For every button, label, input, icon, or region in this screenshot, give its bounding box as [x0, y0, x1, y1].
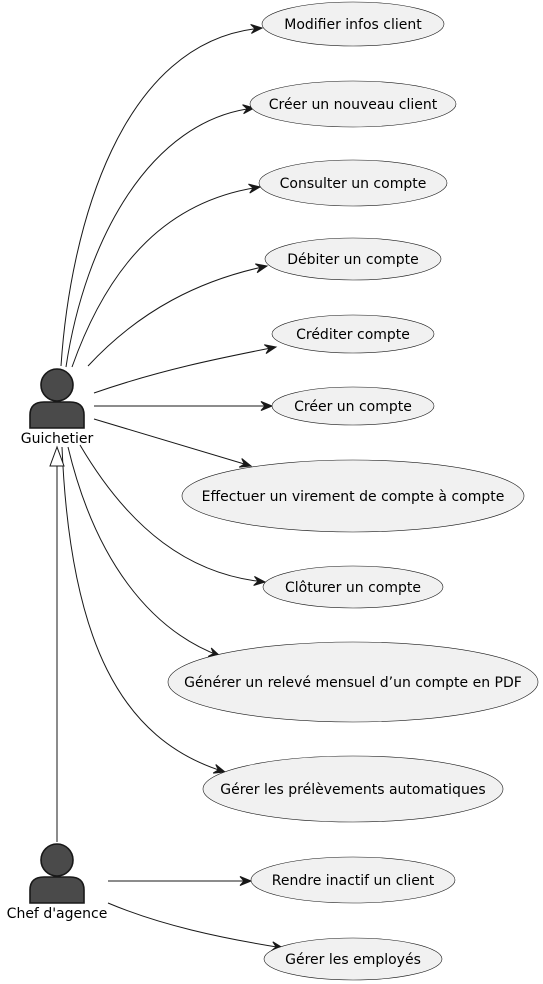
use-case-ellipse[interactable] [271, 314, 435, 354]
association-guichetier-uc3 [71, 186, 261, 368]
arrowhead-uc3 [248, 183, 262, 194]
use-case-uc12[interactable]: Gérer les employés [263, 937, 443, 981]
association-guichetier-uc4 [87, 265, 268, 367]
association-guichetier-uc10 [61, 446, 226, 773]
use-case-label: Créditer compte [296, 327, 410, 343]
use-case-uc4[interactable]: Débiter un compte [264, 237, 442, 281]
use-case-label: Générer un relevé mensuel d’un compte en… [184, 675, 522, 691]
use-case-ellipse[interactable] [167, 641, 539, 723]
use-case-uc8[interactable]: Clôturer un compte [262, 565, 444, 609]
use-case-label: Gérer les prélèvements automatiques [220, 782, 485, 798]
association-guichetier-uc8 [79, 444, 266, 583]
actor-chef[interactable]: Chef d'agence [7, 843, 108, 922]
use-case-label: Effectuer un virement de compte à compte [202, 489, 505, 505]
use-case-ellipse[interactable] [250, 856, 456, 904]
association-guichetier-uc9 [67, 446, 221, 657]
use-case-uc7[interactable]: Effectuer un virement de compte à compte [181, 459, 525, 533]
arrowhead-uc6 [260, 401, 274, 411]
use-case-uc5[interactable]: Créditer compte [271, 314, 435, 354]
use-case-ellipse[interactable] [181, 459, 525, 533]
use-case-label: Clôturer un compte [285, 580, 421, 596]
use-case-ellipse[interactable] [202, 755, 504, 823]
use-case-uc9[interactable]: Générer un relevé mensuel d’un compte en… [167, 641, 539, 723]
use-case-label: Créer un nouveau client [269, 97, 438, 113]
association-guichetier-uc1 [60, 27, 263, 367]
use-case-label: Consulter un compte [280, 176, 427, 192]
association-chef-uc12 [107, 902, 284, 949]
actor-guichetier[interactable]: Guichetier [21, 368, 94, 447]
use-case-uc11[interactable]: Rendre inactif un client [250, 856, 456, 904]
edges [49, 23, 285, 952]
actor-body-icon [29, 876, 85, 904]
arrowhead-uc7 [238, 458, 253, 468]
use-case-uc10[interactable]: Gérer les prélèvements automatiques [202, 755, 504, 823]
arrowhead-uc10 [212, 764, 227, 774]
use-case-uc1[interactable]: Modifier infos client [261, 1, 445, 47]
use-case-ellipse[interactable] [249, 80, 457, 128]
use-case-label: Rendre inactif un client [272, 873, 435, 889]
actor-label: Guichetier [21, 431, 94, 447]
use-case-uc3[interactable]: Consulter un compte [258, 159, 448, 207]
actor-head-icon [40, 843, 74, 877]
use-case-label: Débiter un compte [287, 252, 419, 268]
use-case-label: Modifier infos client [284, 17, 422, 33]
arrowhead-uc8 [253, 576, 267, 586]
generalization-arrowhead [49, 445, 65, 467]
arrowhead-uc2 [242, 104, 256, 115]
use-case-ellipse[interactable] [261, 1, 445, 47]
use-case-ellipse[interactable] [264, 237, 442, 281]
use-case-ellipse[interactable] [263, 937, 443, 981]
arrowhead-uc4 [255, 263, 269, 274]
use-case-ellipse[interactable] [262, 565, 444, 609]
actor-body-icon [29, 401, 85, 429]
use-case-uc6[interactable]: Créer un compte [271, 386, 435, 426]
arrowhead-uc1 [250, 23, 264, 34]
association-guichetier-uc2 [65, 107, 255, 368]
use-case-ellipse[interactable] [258, 159, 448, 207]
use-case-uc2[interactable]: Créer un nouveau client [249, 80, 457, 128]
use-case-ellipse[interactable] [271, 386, 435, 426]
use-case-label: Gérer les employés [285, 952, 421, 968]
actor-label: Chef d'agence [7, 906, 108, 922]
use-case-label: Créer un compte [294, 399, 412, 415]
association-guichetier-uc5 [93, 346, 277, 394]
actor-head-icon [40, 368, 74, 402]
arrowhead-uc11 [239, 876, 253, 886]
arrowhead-uc5 [264, 344, 278, 354]
association-guichetier-uc7 [93, 418, 252, 467]
